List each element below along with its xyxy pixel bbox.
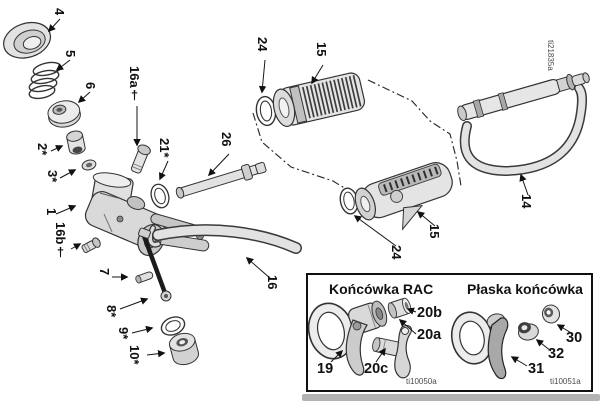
part-label-6: 6 (83, 82, 98, 90)
part-label-19: 19 (317, 361, 334, 377)
leader-lines (47, 18, 574, 367)
part-3-nut (81, 159, 97, 171)
inset-title-rac: Końcówka RAC (329, 281, 434, 297)
part-7-pin (135, 271, 154, 284)
part-label-4: 4 (52, 8, 67, 16)
part-15-valve-housing (354, 162, 453, 231)
part-10-nut (168, 332, 200, 366)
figure-code-flat: ti10051a (550, 377, 581, 386)
part-label-7: 7 (97, 268, 112, 276)
part-16-trigger (146, 213, 302, 254)
part-30-washer (541, 304, 561, 324)
figure-code-rac: ti10050a (406, 377, 437, 386)
part-label-15-top: 15 (314, 42, 329, 57)
part-label-24-bottom: 24 (389, 245, 404, 260)
tip-options-inset-box (306, 273, 593, 392)
part-5-spring (28, 61, 62, 100)
part-31-flat-guard (450, 311, 509, 380)
part-label-20b: 20b (417, 305, 442, 321)
part-32-flat-tip (517, 322, 539, 341)
part-26-tube (175, 161, 267, 199)
part-21-oring (150, 183, 170, 209)
part-label-16a: 16a† (127, 66, 142, 103)
part-label-16: 16 (265, 275, 280, 290)
part-15-filter-housing (272, 72, 366, 128)
part-4-cap (3, 21, 52, 59)
part-label-26: 26 (219, 132, 234, 147)
part-14-handle (457, 72, 590, 177)
part-label-10: 10* (127, 345, 142, 365)
part-label-32: 32 (548, 346, 565, 362)
part-19-rac-guard (307, 300, 388, 376)
part-label-9: 9* (116, 327, 131, 340)
part-label-2: 2* (35, 143, 50, 156)
part-20b-seal (387, 297, 412, 319)
part-label-5: 5 (63, 50, 78, 58)
page-edge-shadow (302, 394, 600, 401)
part-label-14: 14 (519, 194, 534, 209)
part-6-seat (47, 100, 81, 128)
part-label-24-top: 24 (255, 37, 270, 52)
part-label-21: 21* (157, 138, 172, 158)
part-label-8: 8* (104, 305, 119, 318)
alignment-lines (252, 79, 462, 196)
figure-code-main: ti21835a (546, 40, 555, 71)
part-2-valve (66, 130, 86, 155)
part-label-20a: 20a (417, 327, 442, 343)
part-16b-fitting (81, 237, 101, 254)
part-9-oring (160, 316, 186, 336)
part-label-15-bottom: 15 (427, 224, 442, 239)
part-16a-screw (130, 144, 151, 174)
part-label-30: 30 (566, 330, 583, 346)
part-label-20c: 20c (364, 361, 389, 377)
part-8-rod (137, 227, 172, 302)
inset-title-flat: Płaska końcówka (467, 281, 583, 297)
part-label-16b: 16b† (53, 222, 68, 260)
part-24-oring-top (255, 95, 277, 127)
part-label-31: 31 (528, 361, 545, 377)
part-label-3: 3* (45, 170, 60, 183)
part-label-1: 1 (44, 208, 59, 216)
